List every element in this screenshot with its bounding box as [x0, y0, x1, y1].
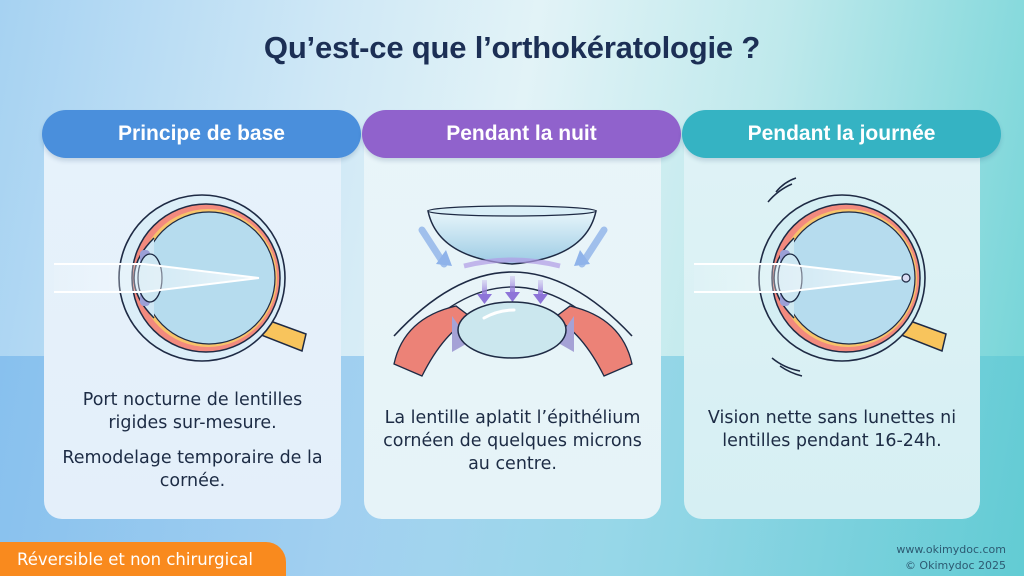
- card-principe: Principe de base Port nocturne de lentil: [42, 110, 361, 519]
- card-header-journee: Pendant la journée: [682, 110, 1001, 158]
- description-line: La lentille aplatit l’épithélium cornéen…: [383, 408, 642, 474]
- description-line: Vision nette sans lunettes ni lentilles …: [707, 408, 957, 451]
- lens-pressing-cornea-icon: [393, 205, 633, 377]
- card-description-nuit: La lentille aplatit l’épithélium cornéen…: [374, 407, 651, 476]
- footer-credits: www.okimydoc.com © Okimydoc 2025: [896, 542, 1006, 574]
- reversible-badge: Réversible et non chirurgical: [0, 542, 286, 576]
- card-header-nuit: Pendant la nuit: [362, 110, 681, 158]
- card-description-principe: Port nocturne de lentilles rigides sur-m…: [54, 389, 331, 493]
- card-journee: Pendant la journée Vision nette sans lun: [682, 110, 1001, 519]
- card-header-principe: Principe de base: [42, 110, 361, 158]
- eye-clear-focus-icon: [694, 177, 947, 377]
- page-title: Qu’est-ce que l’orthokératologie ?: [263, 30, 761, 65]
- description-line: Remodelage temporaire de la cornée.: [62, 448, 323, 491]
- eye-cross-section-icon: [54, 194, 307, 362]
- card-nuit: Pendant la nuit: [362, 110, 681, 519]
- description-line: Port nocturne de lentilles rigides sur-m…: [82, 390, 303, 433]
- footer-copyright: © Okimydoc 2025: [904, 559, 1006, 572]
- card-description-journee: Vision nette sans lunettes ni lentilles …: [694, 407, 970, 453]
- footer-url[interactable]: www.okimydoc.com: [896, 543, 1006, 556]
